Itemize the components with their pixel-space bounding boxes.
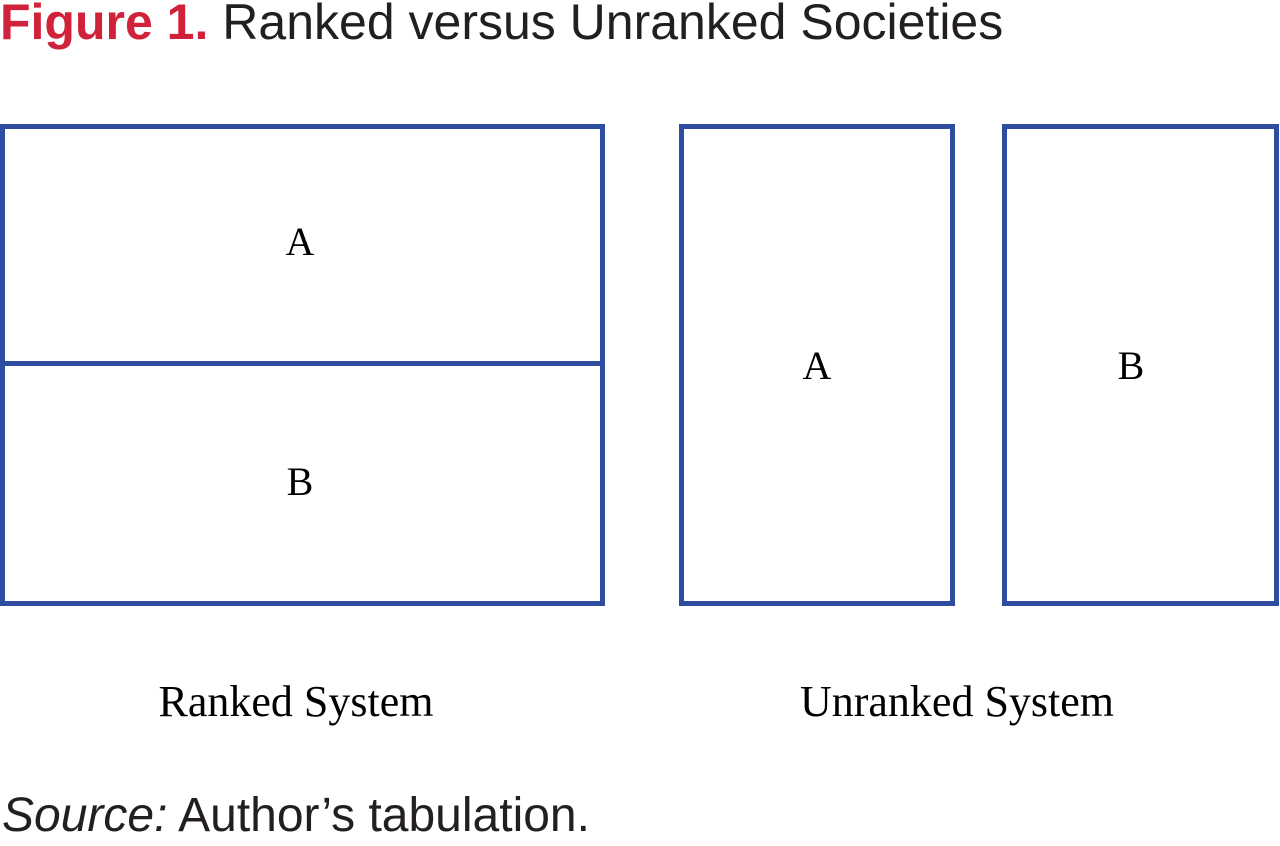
figure-title: Figure 1. Ranked versus Unranked Societi… (0, 0, 1003, 52)
ranked-cell-a: A (285, 219, 315, 264)
source-note: Source: Author’s tabulation. (2, 786, 590, 846)
figure-title-text: Ranked versus Unranked Societies (222, 0, 1004, 50)
ranked-system-divider (0, 361, 605, 366)
unranked-system-box-b (1002, 124, 1279, 606)
ranked-system-label: Ranked System (158, 677, 434, 726)
unranked-system-label: Unranked System (799, 677, 1115, 726)
source-label: Source: (2, 789, 168, 842)
ranked-cell-b: B (286, 459, 314, 504)
unranked-cell-a: A (802, 343, 832, 388)
figure-number: Figure 1. (0, 0, 209, 50)
unranked-cell-b: B (1117, 343, 1145, 388)
source-text: Author’s tabulation. (178, 789, 590, 842)
unranked-system-box-a (679, 124, 955, 606)
